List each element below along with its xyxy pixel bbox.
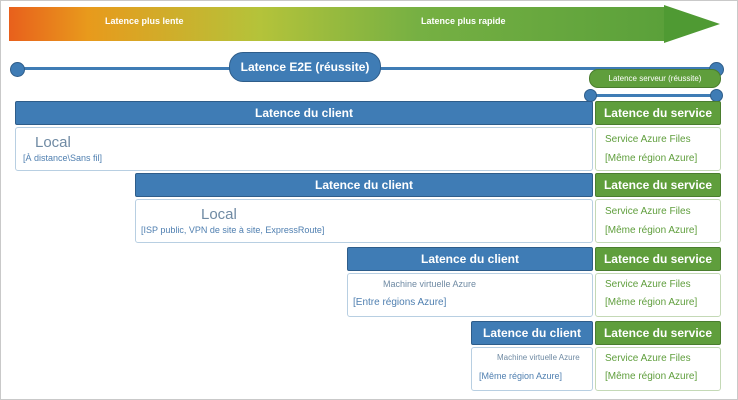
row2-service-line2: [Même région Azure] xyxy=(605,225,698,236)
arrow-body xyxy=(9,7,669,41)
server-latency-label: Latence serveur (réussite) xyxy=(589,69,721,88)
row1-client-title: Local xyxy=(35,134,71,151)
server-latency-line xyxy=(593,94,719,97)
row2-client-header: Latence du client xyxy=(135,173,593,197)
row3-service-body xyxy=(595,273,721,317)
arrow-label-slower: Latence plus lente xyxy=(105,16,184,26)
row4-client-body xyxy=(471,347,593,391)
row2-service-header: Latence du service xyxy=(595,173,721,197)
row1-service-line2: [Même région Azure] xyxy=(605,153,698,164)
row3-client-header: Latence du client xyxy=(347,247,593,271)
row4-client-subtitle: [Même région Azure] xyxy=(479,371,563,381)
row4-service-line1: Service Azure Files xyxy=(605,353,691,364)
row4-client-title: Machine virtuelle Azure xyxy=(497,353,580,362)
row2-client-subtitle: [ISP public, VPN de site à site, Express… xyxy=(141,225,325,235)
row2-client-body xyxy=(135,199,593,243)
row3-service-line2: [Même région Azure] xyxy=(605,297,698,308)
row4-service-line2: [Même région Azure] xyxy=(605,371,698,382)
row4-service-body xyxy=(595,347,721,391)
row1-client-body xyxy=(15,127,593,171)
row3-client-subtitle: [Entre régions Azure] xyxy=(353,297,447,308)
e2e-latency-label: Latence E2E (réussite) xyxy=(229,52,381,82)
row4-service-header: Latence du service xyxy=(595,321,721,345)
row1-service-body xyxy=(595,127,721,171)
row2-service-body xyxy=(595,199,721,243)
row4-client-header: Latence du client xyxy=(471,321,593,345)
arrow-label-faster: Latence plus rapide xyxy=(421,16,506,26)
row2-service-line1: Service Azure Files xyxy=(605,206,691,217)
row3-client-title: Machine virtuelle Azure xyxy=(383,279,477,289)
e2e-left-endpoint-dot xyxy=(10,62,25,77)
row1-client-subtitle: [À distance\Sans fil] xyxy=(23,153,103,163)
arrow-head-icon xyxy=(664,5,720,43)
row3-client-body xyxy=(347,273,593,317)
row3-service-header: Latence du service xyxy=(595,247,721,271)
latency-gradient-arrow: Latence plus lente Latence plus rapide xyxy=(9,5,725,43)
row1-service-header: Latence du service xyxy=(595,101,721,125)
row2-client-title: Local xyxy=(201,206,237,223)
row1-client-header: Latence du client xyxy=(15,101,593,125)
row3-service-line1: Service Azure Files xyxy=(605,279,691,290)
row1-service-line1: Service Azure Files xyxy=(605,134,691,145)
